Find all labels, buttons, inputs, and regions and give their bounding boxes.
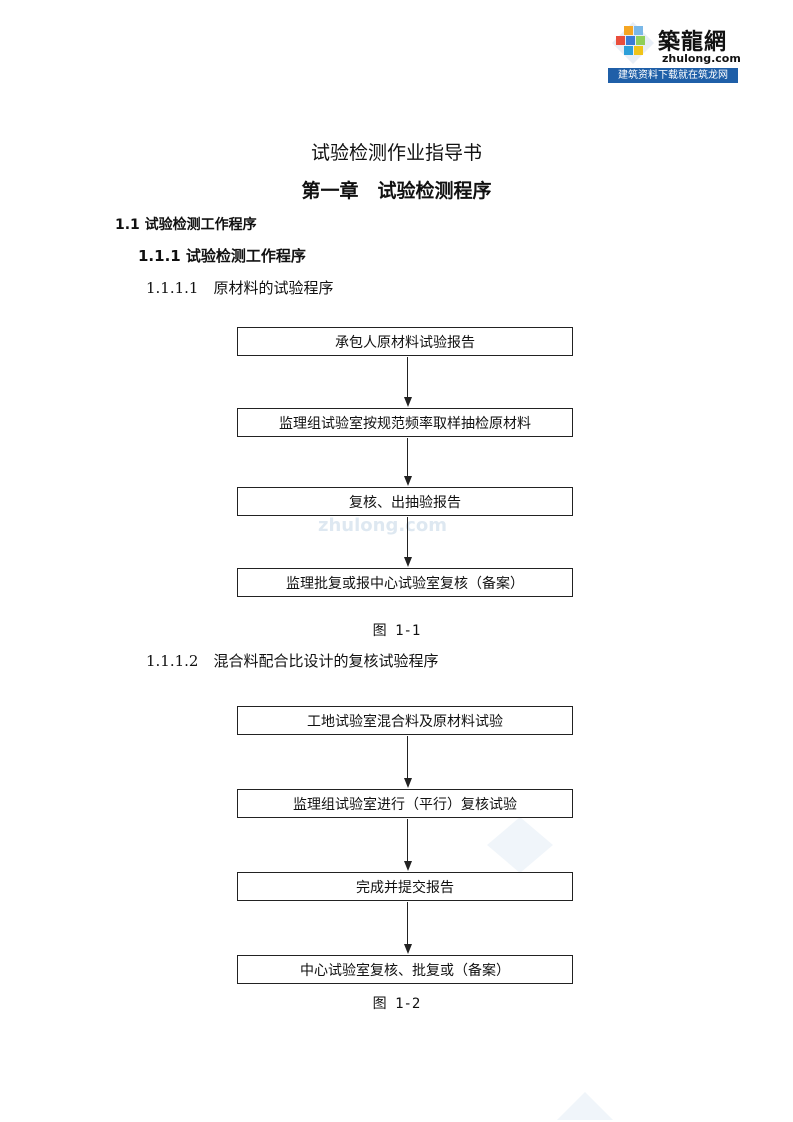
flow1-step-3: 复核、出抽验报告 [237,487,573,516]
flow2-arrow-3 [404,902,412,954]
section-heading: 1.1 试验检测工作程序 [115,217,257,233]
watermark-text: zhulong.com [318,515,447,536]
zhulong-logo: 築龍網 zhulong.com 建筑资料下载就在筑龙网 [608,18,741,84]
flow1-step-2-label: 监理组试验室按规范频率取样抽检原材料 [279,415,531,432]
flow1-step-1: 承包人原材料试验报告 [237,327,573,356]
figure-caption-2: 图 1-2 [372,996,421,1012]
flow2-step-2: 监理组试验室进行（平行）复核试验 [237,789,573,818]
flow2-step-3: 完成并提交报告 [237,872,573,901]
item-heading-1: 1.1.1.1 原材料的试验程序 [146,279,334,297]
document-title: 试验检测作业指导书 [310,142,482,164]
flow1-arrow-3 [404,517,412,567]
flow2-step-4: 中心试验室复核、批复或（备案） [237,955,573,984]
flow1-step-4-label: 监理批复或报中心试验室复核（备案） [286,575,524,592]
logo-chinese-name: 築龍網 [658,29,728,55]
flow1-step-2: 监理组试验室按规范频率取样抽检原材料 [237,408,573,437]
flow1-step-4: 监理批复或报中心试验室复核（备案） [237,568,573,597]
item-heading-2: 1.1.1.2 混合料配合比设计的复核试验程序 [146,652,439,670]
flow1-step-3-label: 复核、出抽验报告 [349,494,461,511]
flow1-arrow-2 [404,438,412,486]
flow2-step-1-label: 工地试验室混合料及原材料试验 [307,713,503,730]
flow2-step-2-label: 监理组试验室进行（平行）复核试验 [293,796,517,813]
flow2-step-1: 工地试验室混合料及原材料试验 [237,706,573,735]
flow2-step-4-label: 中心试验室复核、批复或（备案） [300,962,510,979]
chapter-heading: 第一章 试验检测程序 [301,180,492,202]
subsection-heading: 1.1.1 试验检测工作程序 [138,247,306,265]
flow1-arrow-1 [404,357,412,407]
flow1-step-1-label: 承包人原材料试验报告 [335,334,475,351]
watermark-snowflake-icon [487,817,553,873]
logo-slogan: 建筑资料下载就在筑龙网 [608,68,738,83]
logo-site: zhulong.com [662,52,741,65]
flow2-arrow-1 [404,736,412,788]
flow2-arrow-2 [404,819,412,871]
zhulong-logo-icon [612,22,654,64]
figure-caption-1: 图 1-1 [372,623,421,639]
flow2-step-3-label: 完成并提交报告 [356,879,454,896]
watermark-mark-icon [557,1092,613,1120]
